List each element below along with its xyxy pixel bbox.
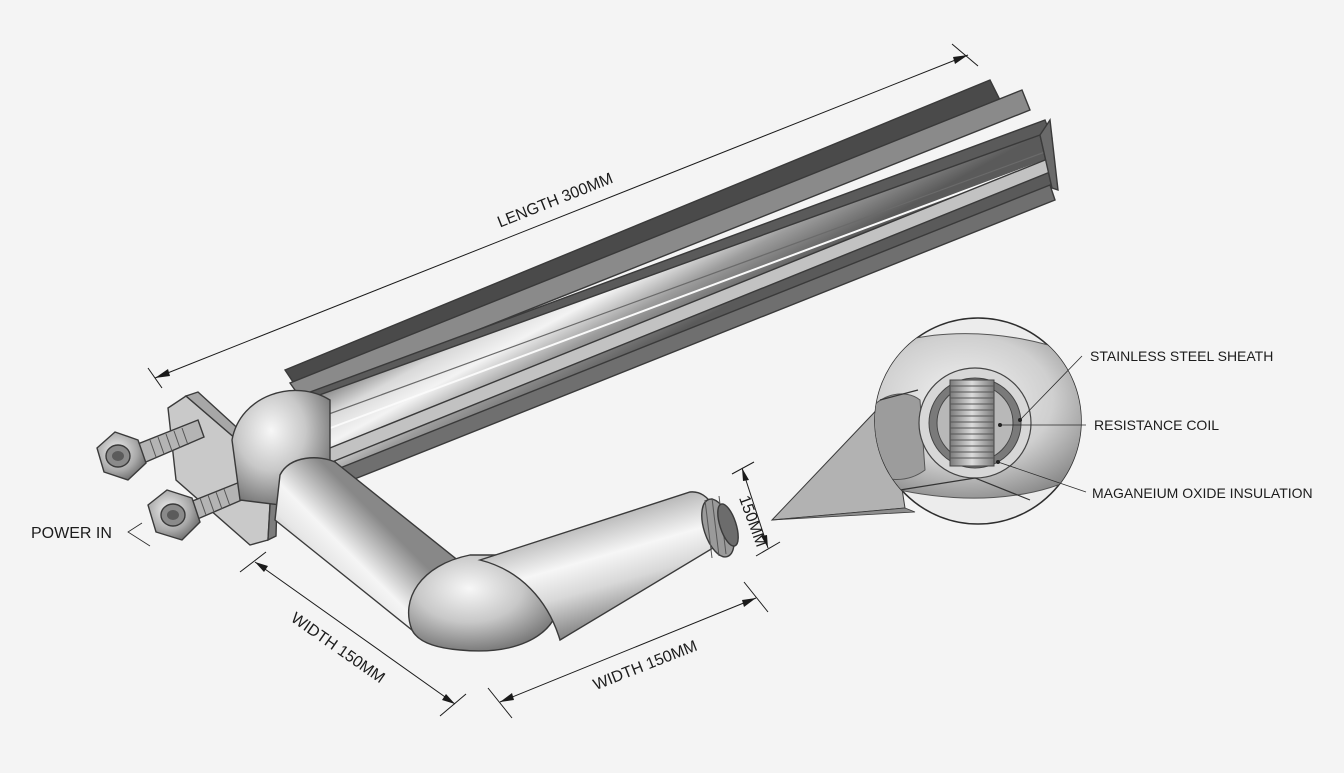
pipe-segment-2 (477, 491, 720, 642)
finned-bar (283, 79, 1059, 485)
pipe-end-threads (701, 495, 739, 559)
width-left-label: WIDTH 150MM (288, 610, 388, 687)
insulation-leader (997, 461, 1087, 493)
insulation-label: MAGANEIUM OXIDE INSULATION (1092, 485, 1313, 501)
end-diameter-dimension: 150MM (731, 461, 781, 557)
length-label: LENGTH 300MM (495, 170, 615, 231)
detail-view: STAINLESS STEEL SHEATH RESISTANCE COIL M… (770, 317, 1313, 525)
resistance-coil (949, 379, 995, 467)
coil-label: RESISTANCE COIL (1094, 417, 1219, 433)
terminal-upper (96, 419, 205, 481)
end-diameter-label: 150MM (735, 493, 769, 549)
terminal-lower (147, 479, 252, 541)
bent-pipe (231, 389, 739, 652)
sheath-leader (1019, 355, 1083, 421)
power-in-label: POWER IN (31, 525, 112, 542)
width-bottom-label: WIDTH 150MM (591, 638, 700, 694)
power-in-callout: POWER IN (31, 522, 151, 547)
sheath-label: STAINLESS STEEL SHEATH (1090, 348, 1273, 364)
